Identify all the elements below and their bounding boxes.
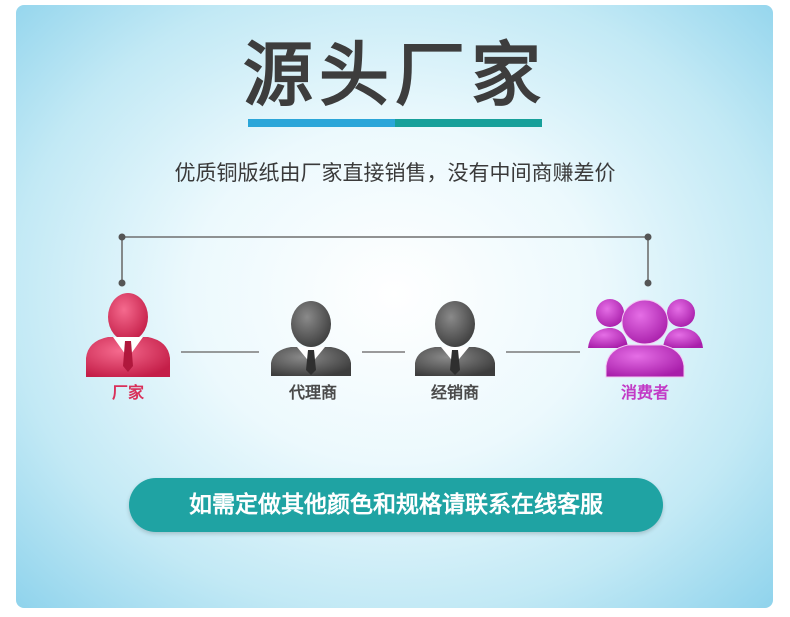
title-underline-left <box>248 119 395 127</box>
distributor-person-icon <box>415 301 495 376</box>
consumers-group-icon <box>588 299 703 378</box>
manufacturer-person-icon <box>86 293 170 377</box>
agent-person-icon <box>271 301 351 376</box>
page-title: 源头厂家 <box>243 34 547 116</box>
node-label-manufacturer: 厂家 <box>111 383 144 402</box>
node-label-consumer: 消费者 <box>620 383 669 402</box>
node-label-agent: 代理商 <box>288 383 337 402</box>
direct-connector <box>118 233 652 287</box>
node-label-distributor: 经销商 <box>430 383 479 402</box>
page-subtitle: 优质铜版纸由厂家直接销售，没有中间商赚差价 <box>174 161 616 185</box>
contact-service-button[interactable]: 如需定做其他颜色和规格请联系在线客服 <box>129 478 663 532</box>
title-underline <box>248 119 542 127</box>
title-underline-right <box>395 119 542 127</box>
